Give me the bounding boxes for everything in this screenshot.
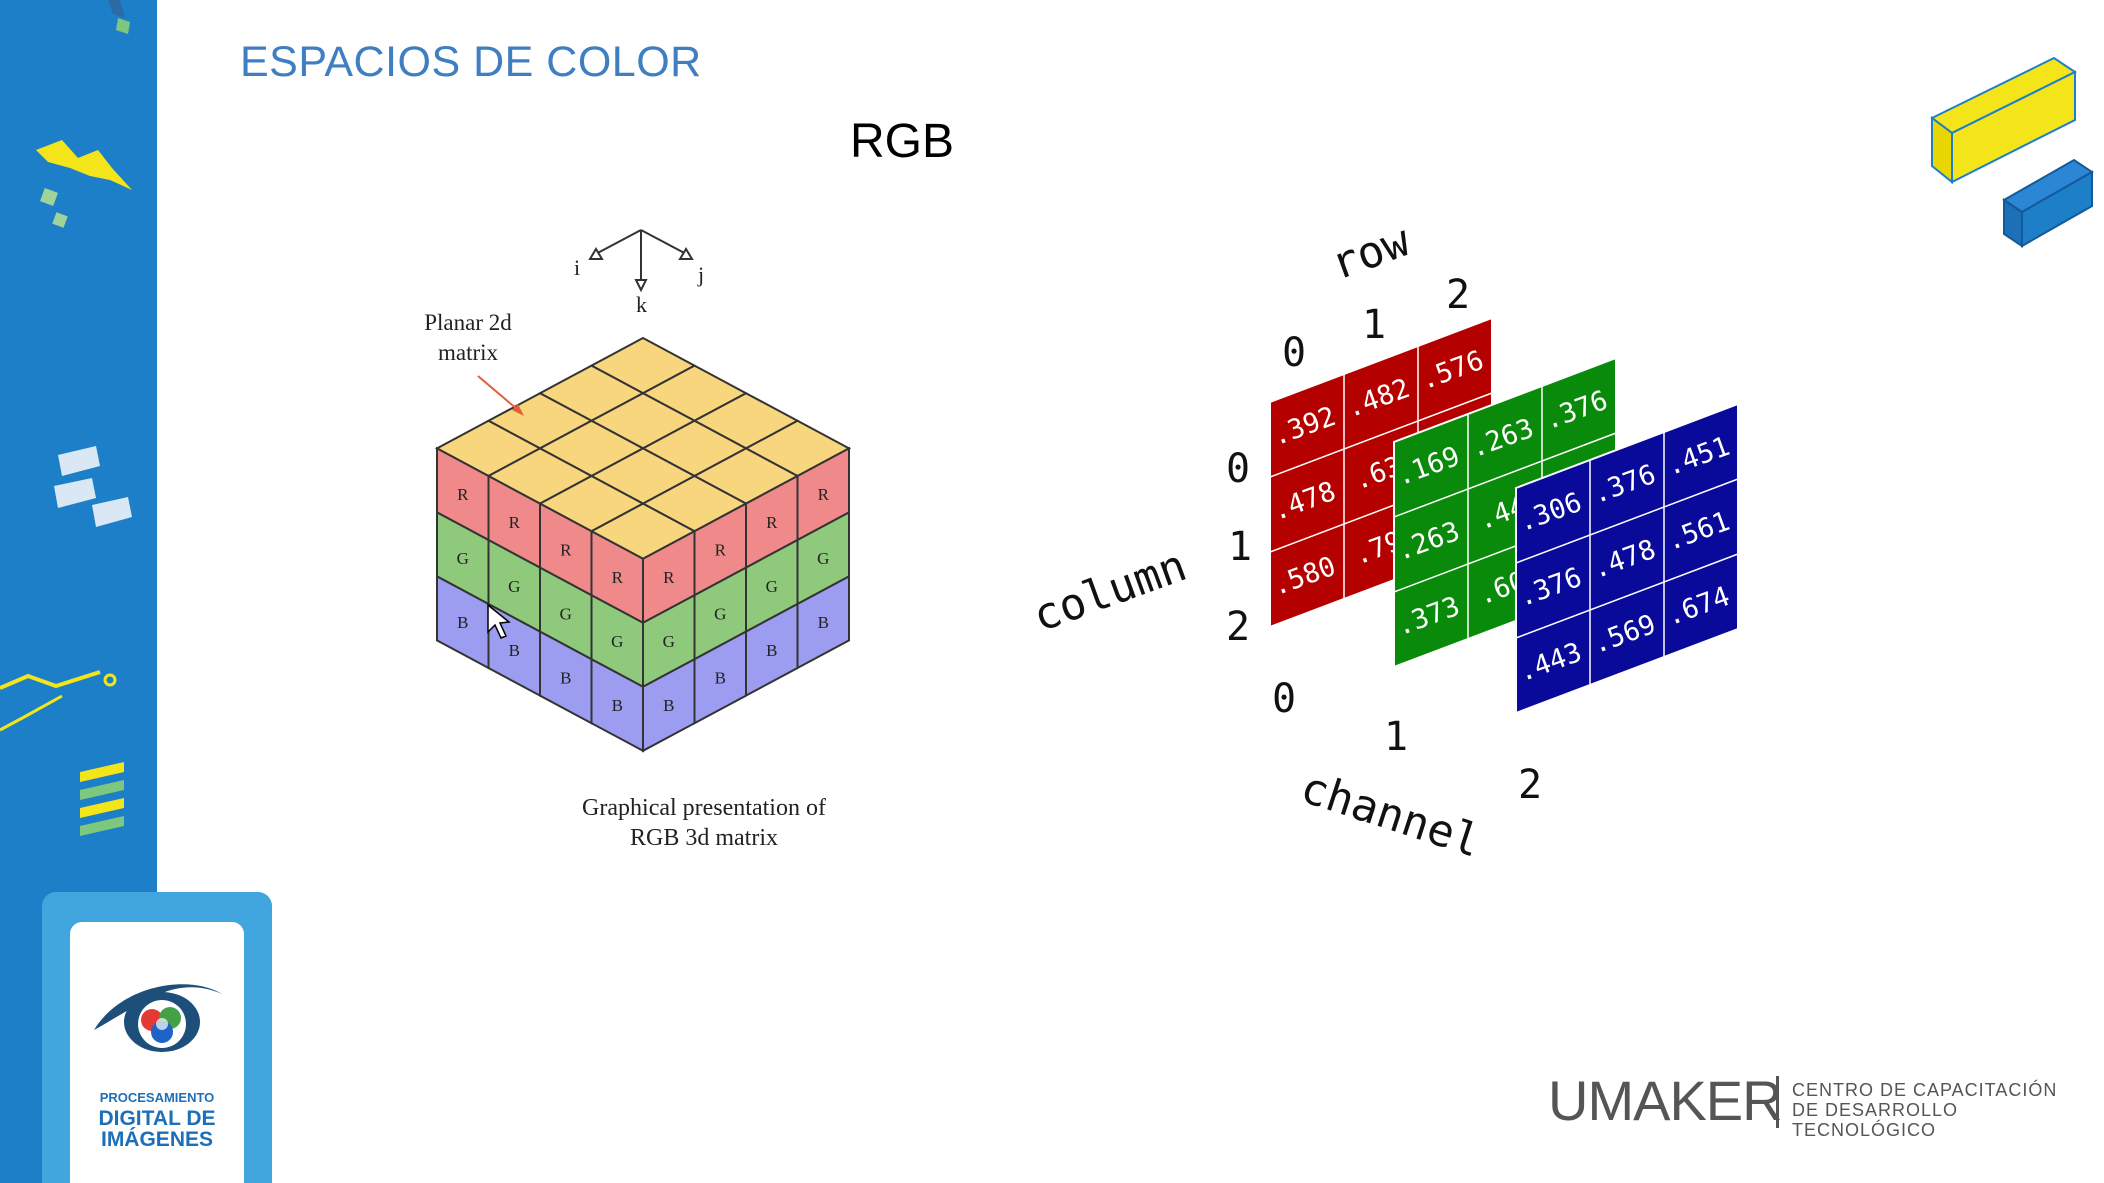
cell-label: B: [560, 668, 571, 687]
plane-grid-line: [1393, 432, 1617, 518]
right-face-cell: [590, 657, 644, 753]
cell-label: B: [612, 696, 623, 715]
cell-label: R: [457, 485, 469, 504]
cell-label: R: [560, 540, 572, 559]
logo-line-3-text: IMÁGENES: [100, 1128, 213, 1151]
channel-axis-label: channel: [1295, 762, 1487, 868]
logo-line-1: PROCESAMIENTO: [99, 1090, 215, 1105]
row-tick-1: 1: [1362, 302, 1386, 348]
cell-label: G: [766, 577, 778, 596]
logo-line-2-text: DIGITAL DE: [98, 1107, 216, 1130]
column-tick-1: 1: [1228, 524, 1252, 570]
axis-i-label: i: [574, 255, 580, 280]
figure-caption-line-2: RGB 3d matrix: [630, 825, 778, 851]
cell-label: B: [766, 641, 777, 660]
cell-label: G: [817, 549, 829, 568]
cell-label: R: [766, 513, 778, 532]
axis-indicator: [588, 229, 694, 293]
figure-caption-line-1: Graphical presentation of: [582, 795, 826, 821]
cell-label: G: [457, 549, 469, 568]
footer-desc-line-2: DE DESARROLLO TECNOLÓGICO: [1792, 1100, 1959, 1140]
channel-tick-2: 2: [1518, 762, 1542, 808]
footer-separator: [1776, 1076, 1779, 1128]
axis-k-label: k: [636, 292, 647, 317]
callout-line-2: matrix: [438, 340, 499, 365]
plane-grid-line: [1269, 392, 1493, 478]
column-axis-label: column: [1026, 540, 1193, 642]
rgb-cube: R R R R R R R R G G G G G G G G B B B B B B B B: [434, 336, 852, 753]
mouse-cursor-icon: [487, 603, 511, 639]
decorative-3d-boxes: [1930, 56, 2094, 248]
cell-label: R: [715, 540, 727, 559]
plane-grid-line: [1515, 553, 1739, 639]
logo-line-2: DIGITAL DE IMÁGENES: [70, 1108, 244, 1150]
cell-label: B: [715, 668, 726, 687]
channel-planes: .392.482.576.478.63.580.79.169.263.376.2…: [1268, 316, 1739, 715]
row-axis-label: row: [1324, 215, 1417, 290]
cell-label: G: [611, 632, 623, 651]
cell-label: R: [818, 485, 830, 504]
cell-label: G: [560, 604, 572, 623]
plane-grid-line: [1515, 478, 1739, 564]
cell-label: G: [714, 604, 726, 623]
cell-label: B: [818, 613, 829, 632]
cell-label: B: [663, 696, 674, 715]
footer-brand: UMAKER: [1548, 1069, 1783, 1132]
cell-label: R: [663, 568, 675, 587]
column-tick-2: 2: [1226, 604, 1250, 650]
axis-j-label: j: [697, 262, 704, 287]
cell-label: B: [509, 641, 520, 660]
sidebar-decorations: [0, 0, 132, 836]
slide-subtitle: RGB: [850, 115, 955, 168]
callout-arrow-head: [512, 404, 524, 416]
row-tick-0: 0: [1282, 330, 1306, 376]
footer-description: CENTRO DE CAPACITACIÓN DE DESARROLLO TEC…: [1792, 1080, 2104, 1140]
slide-title: ESPACIOS DE COLOR: [240, 38, 702, 86]
row-tick-2: 2: [1446, 272, 1470, 318]
cell-label: G: [663, 632, 675, 651]
footer-desc-line-1: CENTRO DE CAPACITACIÓN: [1792, 1080, 2058, 1100]
eye-logo-icon: [94, 984, 222, 1052]
course-logo-card: PROCESAMIENTO DIGITAL DE IMÁGENES: [70, 922, 244, 1183]
course-logo-panel: PROCESAMIENTO DIGITAL DE IMÁGENES: [42, 892, 272, 1183]
callout-line-1: Planar 2d: [424, 310, 512, 335]
cell-label: R: [612, 568, 624, 587]
cell-label: G: [508, 577, 520, 596]
callout-arrow: [477, 375, 519, 411]
cell-label: B: [457, 613, 468, 632]
channel-tick-1: 1: [1384, 714, 1408, 760]
column-tick-0: 0: [1226, 446, 1250, 492]
channel-tick-0: 0: [1272, 676, 1296, 722]
cell-label: R: [509, 513, 521, 532]
